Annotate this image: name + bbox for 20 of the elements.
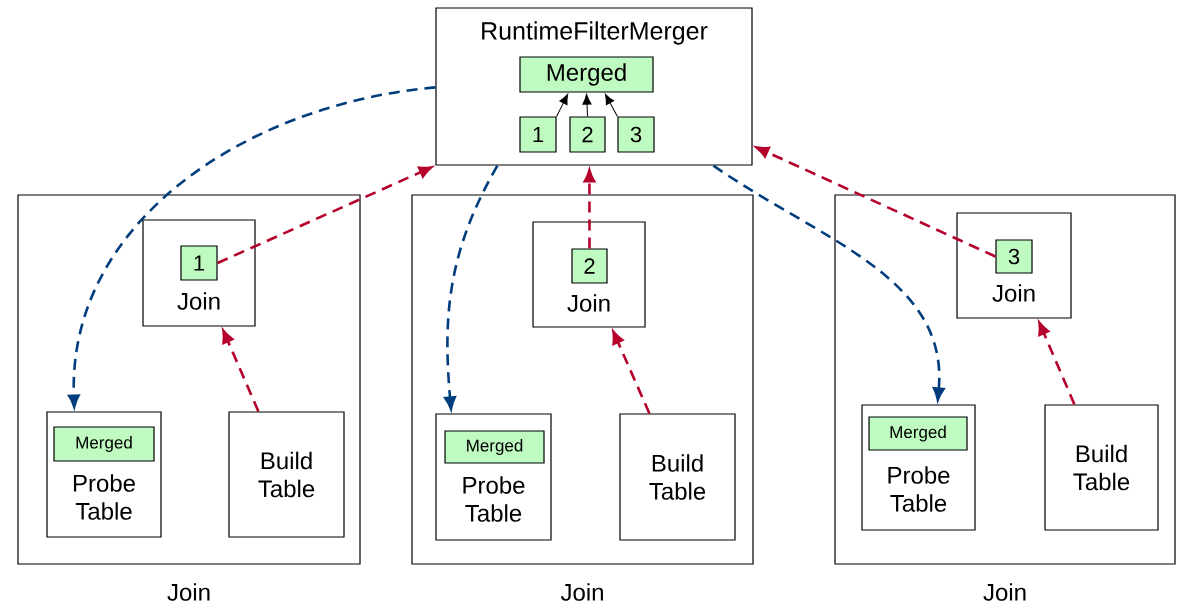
node-label: Join	[983, 583, 1026, 601]
arrow	[604, 93, 618, 117]
node-label: Join	[167, 583, 210, 601]
arrow	[612, 330, 651, 414]
build-table-box: Build Table	[619, 413, 736, 541]
arrow	[556, 93, 569, 117]
merged-filter-box: Merged	[444, 430, 545, 464]
build-table-box: Build Table	[228, 411, 345, 538]
merged-filter-box: Merged	[53, 426, 155, 462]
arrow	[582, 93, 592, 117]
arrow	[1038, 321, 1076, 405]
merged-filter-box: Merged	[519, 56, 654, 93]
filter-box: 1	[519, 116, 557, 153]
build-table-box: Build Table	[1044, 404, 1159, 531]
node-label: Join	[560, 583, 603, 601]
merged-filter-box: Merged	[868, 416, 968, 451]
filter-box: 3	[995, 239, 1033, 274]
filter-box: 3	[617, 116, 655, 153]
filter-box: 2	[571, 248, 608, 284]
filter-box: 2	[569, 116, 606, 153]
